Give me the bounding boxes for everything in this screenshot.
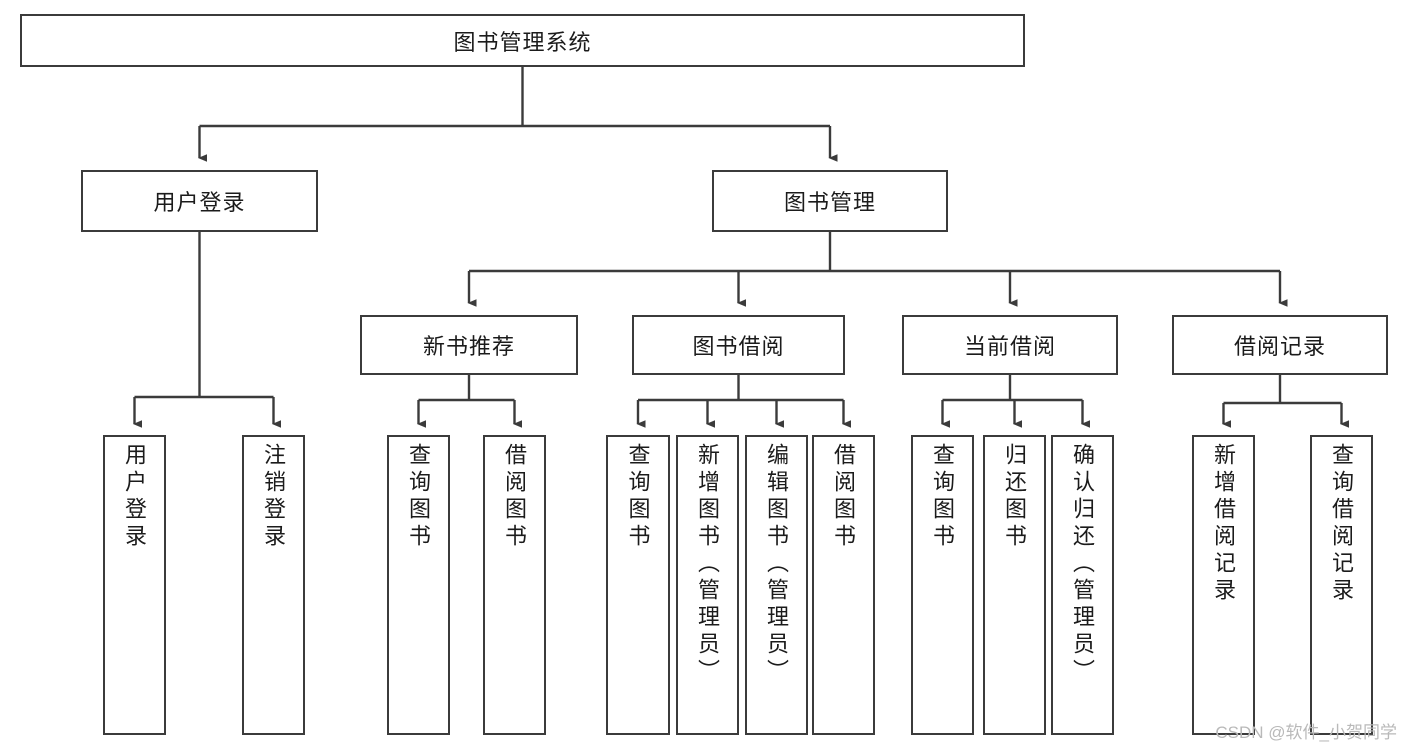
leaf-node-query-book-borrow-label: 查询图书 [625,443,651,551]
connector-group-current [941,375,1090,428]
node-book-management-label: 图书管理 [783,190,876,215]
leaf-node-add-borrow-record[interactable]: 新增借阅记录 [1192,435,1255,735]
node-root-system[interactable]: 图书管理系统 [20,14,1025,67]
leaf-node-add-book-admin-label: 新增图书（管理员） [695,443,721,686]
node-borrow-records[interactable]: 借阅记录 [1172,315,1388,375]
connector-group-borrow [636,375,851,428]
node-new-book-recommend-label: 新书推荐 [422,334,515,359]
connector-group-new-book [417,375,522,428]
leaf-node-query-book-recommend-label: 查询图书 [406,443,432,551]
leaf-node-query-book-current-label: 查询图书 [930,443,956,551]
connector-group-records [1222,375,1349,428]
node-current-borrow[interactable]: 当前借阅 [902,315,1118,375]
node-root-label: 图书管理系统 [453,29,592,55]
leaf-node-add-borrow-record-label: 新增借阅记录 [1211,443,1237,605]
node-book-borrow-label: 图书借阅 [692,334,785,359]
leaf-node-query-borrow-record-label: 查询借阅记录 [1329,443,1355,605]
node-current-borrow-label: 当前借阅 [963,334,1056,359]
node-borrow-records-label: 借阅记录 [1233,334,1326,359]
leaf-node-user-login[interactable]: 用户登录 [103,435,166,735]
leaf-node-user-login-label: 用户登录 [122,443,148,551]
leaf-node-add-book-admin[interactable]: 新增图书（管理员） [676,435,739,735]
leaf-node-logout[interactable]: 注销登录 [242,435,305,735]
node-book-borrow[interactable]: 图书借阅 [632,315,845,375]
leaf-node-borrow-book-recommend[interactable]: 借阅图书 [483,435,546,735]
leaf-node-confirm-return-admin-label: 确认归还（管理员） [1070,443,1096,686]
node-new-book-recommend[interactable]: 新书推荐 [360,315,578,375]
connector-group-user-login [133,232,281,428]
leaf-node-confirm-return-admin[interactable]: 确认归还（管理员） [1051,435,1114,735]
leaf-node-return-book[interactable]: 归还图书 [983,435,1046,735]
connector-group-root [198,67,838,162]
leaf-node-query-book-current[interactable]: 查询图书 [911,435,974,735]
node-user-login-label: 用户登录 [153,190,246,215]
node-user-login[interactable]: 用户登录 [81,170,318,232]
leaf-node-query-borrow-record[interactable]: 查询借阅记录 [1310,435,1373,735]
leaf-node-query-book-recommend[interactable]: 查询图书 [387,435,450,735]
leaf-node-borrow-book-recommend-label: 借阅图书 [502,443,528,551]
node-book-management[interactable]: 图书管理 [712,170,948,232]
connector-group-book-manage [467,232,1288,307]
leaf-node-borrow-book[interactable]: 借阅图书 [812,435,875,735]
leaf-node-logout-label: 注销登录 [261,443,287,551]
leaf-node-query-book-borrow[interactable]: 查询图书 [606,435,670,735]
leaf-node-borrow-book-label: 借阅图书 [831,443,857,551]
leaf-node-edit-book-admin-label: 编辑图书（管理员） [764,443,790,686]
leaf-node-edit-book-admin[interactable]: 编辑图书（管理员） [745,435,808,735]
leaf-node-return-book-label: 归还图书 [1002,443,1028,551]
